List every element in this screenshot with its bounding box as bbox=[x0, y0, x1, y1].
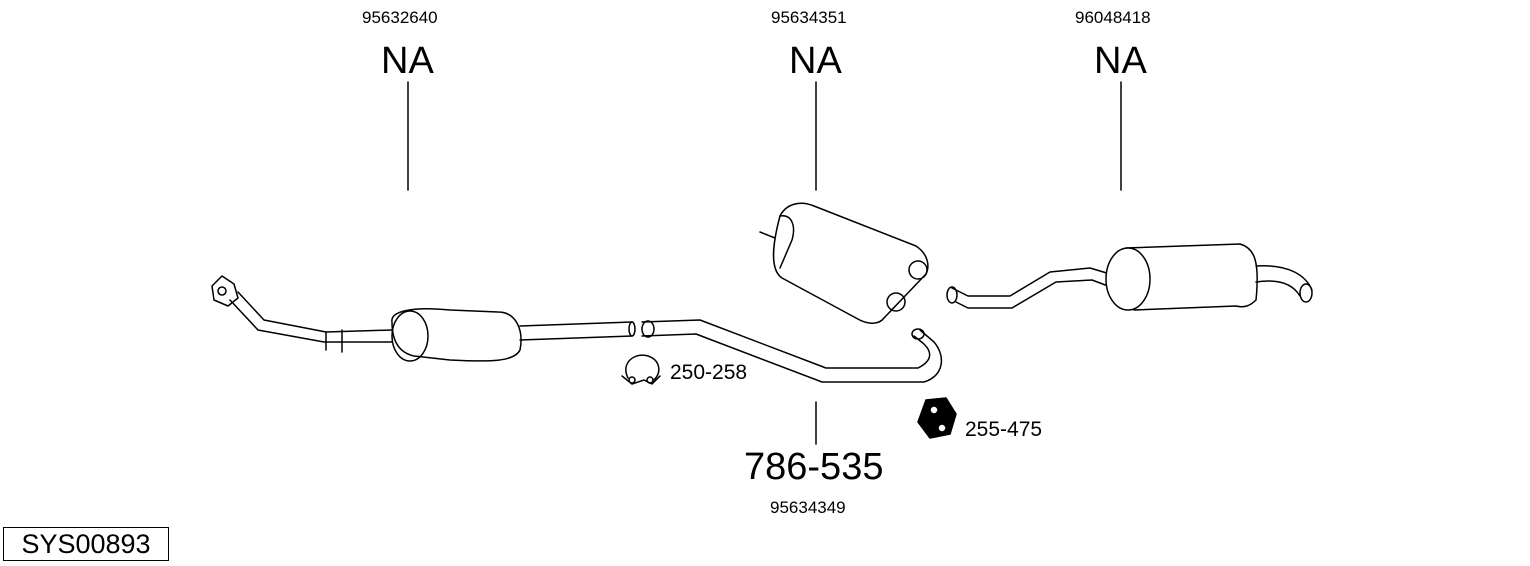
front-pipe-part bbox=[211, 275, 636, 362]
rubber-mount-icon bbox=[917, 397, 957, 439]
rear-silencer-oem-number: 96048418 bbox=[1075, 8, 1151, 27]
connecting-pipe-reference[interactable]: 786-535 bbox=[744, 446, 884, 488]
middle-silencer-part bbox=[759, 202, 929, 324]
middle-silencer-oem-number: 95634351 bbox=[771, 8, 847, 27]
clamp-reference[interactable]: 250-258 bbox=[670, 361, 748, 384]
rubber-mount-reference[interactable]: 255-475 bbox=[965, 418, 1043, 441]
connecting-pipe-part bbox=[641, 319, 943, 383]
system-code-box: SYS00893 bbox=[3, 527, 169, 561]
middle-silencer-reference[interactable]: NA bbox=[789, 40, 842, 82]
connecting-pipe-oem-number: 95634349 bbox=[770, 498, 846, 517]
rear-silencer-part bbox=[946, 243, 1313, 311]
front-pipe-oem-number: 95632640 bbox=[362, 8, 438, 27]
front-pipe-reference[interactable]: NA bbox=[381, 40, 434, 82]
rear-silencer-reference[interactable]: NA bbox=[1094, 40, 1147, 82]
clamp-icon bbox=[621, 354, 661, 385]
